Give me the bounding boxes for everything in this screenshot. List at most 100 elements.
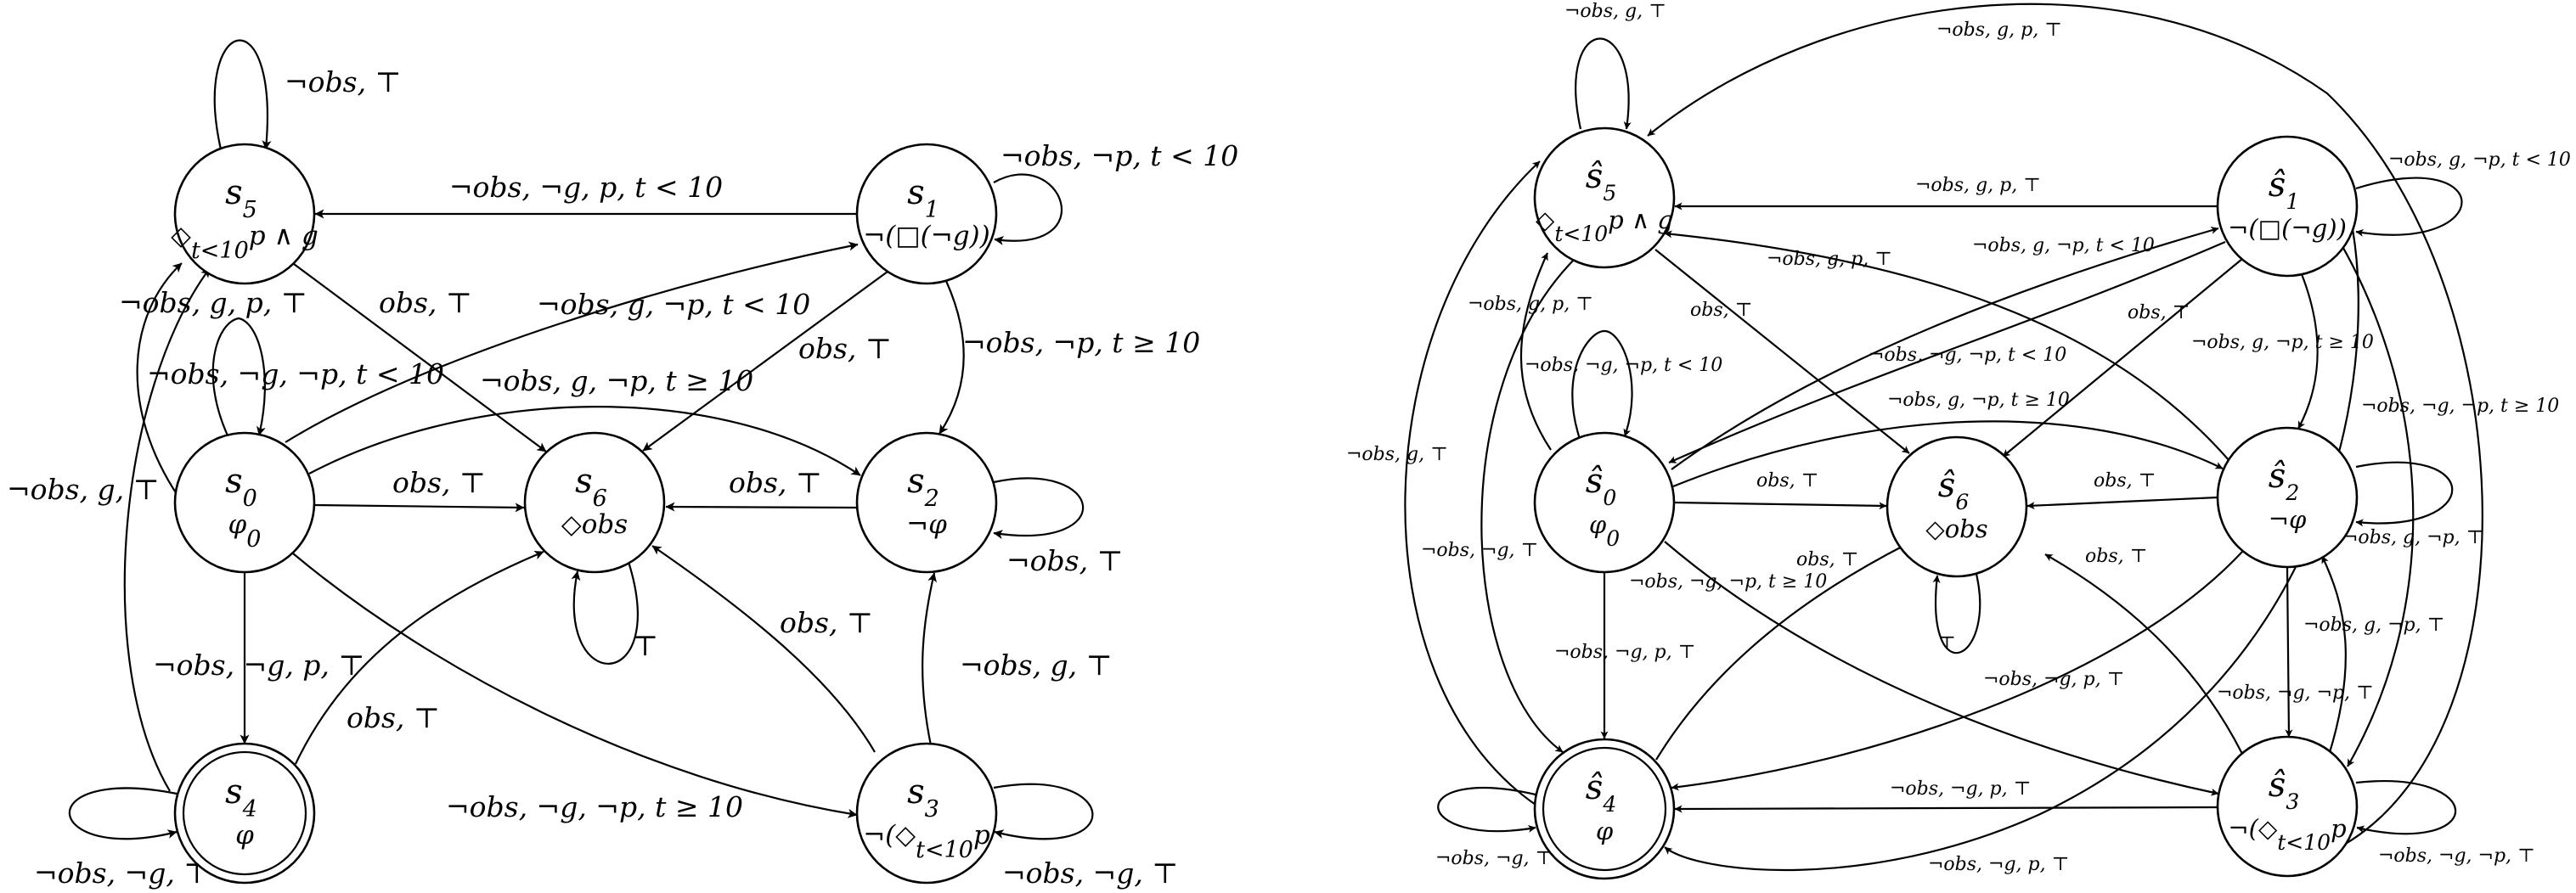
state-formula: ¬(◇t<10p bbox=[2228, 814, 2346, 855]
transition-s6-s6 bbox=[571, 561, 639, 665]
transition-label: ¬obs, ¬g, p, ⊤ bbox=[1890, 778, 2031, 800]
state-formula: ¬(□(¬g)) bbox=[2228, 214, 2347, 243]
transition-label: obs, ⊤ bbox=[798, 332, 892, 365]
left-automaton: ¬obs, ⊤¬obs, ¬g, p, t < 10¬obs, ¬p, t < … bbox=[7, 39, 1238, 890]
transition-h4-h6 bbox=[1655, 543, 1908, 761]
state-name: s5 bbox=[225, 173, 257, 223]
transition-h4-h5 bbox=[1404, 160, 1541, 806]
transition-h1-h1 bbox=[2355, 177, 2463, 237]
transition-label: ¬obs, g, ⊤ bbox=[1346, 444, 1448, 465]
transition-s1-s2 bbox=[939, 280, 965, 435]
transition-h0-h6 bbox=[1674, 501, 1887, 510]
transition-label: obs, ⊤ bbox=[1756, 470, 1818, 491]
transition-label: ¬obs, g, ¬p, t < 10 bbox=[537, 288, 810, 321]
transition-s3-s3 bbox=[993, 783, 1094, 840]
state-h4: ŝ4φ bbox=[1533, 738, 1676, 880]
transition-h4-h1 bbox=[1664, 228, 2359, 872]
transition-label: ¬obs, g, ⊤ bbox=[7, 473, 160, 506]
transition-label: obs, ⊤ bbox=[2128, 302, 2190, 323]
state-name: ŝ6 bbox=[1938, 466, 1970, 514]
transition-h4-h4 bbox=[1437, 787, 1536, 833]
transition-label: ¬obs, ¬g, p, t < 10 bbox=[449, 171, 723, 204]
state-name: ŝ1 bbox=[2269, 166, 2299, 214]
state-h3: ŝ3¬(◇t<10p bbox=[2216, 735, 2359, 878]
transition-s0-s5 bbox=[136, 262, 183, 497]
transition-h5-h5 bbox=[1575, 37, 1632, 130]
transition-label: ¬obs, ¬g, ¬p, ⊤ bbox=[2378, 845, 2535, 867]
state-name: ŝ4 bbox=[1586, 768, 1616, 817]
transition-label: ¬obs, ¬g, p, ⊤ bbox=[1928, 854, 2069, 875]
transition-label: ¬obs, ⊤ bbox=[285, 65, 402, 98]
transition-s0-s2 bbox=[308, 406, 861, 476]
state-formula: φ bbox=[235, 820, 254, 851]
transition-label: ¬obs, g, p, ⊤ bbox=[1936, 20, 2062, 41]
state-s6: s6◇obs bbox=[523, 431, 666, 574]
transition-label: ¬obs, ¬g, ¬p, ⊤ bbox=[2217, 682, 2374, 704]
transition-label: obs, ⊤ bbox=[1690, 300, 1752, 321]
transition-h1-h3 bbox=[2326, 220, 2415, 767]
accepting-ring bbox=[182, 750, 307, 876]
state-name: ŝ0 bbox=[1586, 462, 1617, 510]
transition-s5-s5 bbox=[213, 39, 272, 150]
state-formula: ¬(□(¬g)) bbox=[863, 221, 989, 251]
transition-label: ¬obs, g, p, ⊤ bbox=[1468, 294, 1593, 315]
transition-s2-s2 bbox=[993, 477, 1085, 539]
state-s1: s1¬(□(¬g)) bbox=[855, 143, 998, 285]
state-s2: s2¬φ bbox=[855, 431, 998, 574]
state-formula: ◇t<10p ∧ g bbox=[1536, 205, 1673, 246]
transition-label: ¬obs, ¬g, ¬p, t < 10 bbox=[1525, 355, 1722, 376]
transition-h1-h0 bbox=[1668, 240, 2226, 464]
state-s5: s5◇t<10p ∧ g bbox=[171, 143, 318, 285]
state-h1: ŝ1¬(□(¬g)) bbox=[2216, 135, 2359, 278]
transition-label: ¬obs, ¬g, ¬p, t ≥ 10 bbox=[2361, 396, 2559, 417]
transition-s5-s6 bbox=[293, 263, 547, 452]
transition-h2-h3 bbox=[2285, 566, 2293, 738]
edge-layer: ¬obs, g, ⊤ ¬obs, g, p, ⊤ ¬obs, g, ¬p, t < … bbox=[1346, 1, 2571, 875]
transition-s0-s3 bbox=[292, 553, 858, 818]
state-formula: ¬(◇t<10p bbox=[863, 820, 990, 863]
transition-label: ¬obs, ¬g, p, ⊤ bbox=[153, 649, 364, 682]
transition-label: ¬obs, g, ¬p, t ≥ 10 bbox=[480, 364, 753, 397]
transition-label: obs, ⊤ bbox=[780, 606, 873, 639]
transition-h2-h6 bbox=[2026, 496, 2218, 510]
transition-label: ¬obs, ¬g, ¬p, t < 10 bbox=[1869, 345, 2066, 366]
transition-label: ¬obs, ¬g, ⊤ bbox=[1421, 540, 1538, 561]
edge-layer: ¬obs, ⊤¬obs, ¬g, p, t < 10¬obs, ¬p, t < … bbox=[7, 39, 1238, 890]
transition-h3-h2 bbox=[2321, 555, 2347, 772]
transition-label: ¬obs, ¬g, ⊤ bbox=[34, 856, 210, 890]
transition-label: obs, ⊤ bbox=[729, 466, 822, 499]
state-name: s2 bbox=[907, 462, 939, 512]
transition-label: ¬obs, g, ¬p, t < 10 bbox=[1972, 235, 2155, 256]
state-h6: ŝ6◇obs bbox=[1885, 435, 2028, 578]
transition-label: ¬obs, ¬p, t ≥ 10 bbox=[962, 326, 1200, 359]
transition-label: ¬obs, g, ¬p, ⊤ bbox=[2303, 615, 2444, 636]
transition-h3-h3 bbox=[2355, 780, 2456, 835]
transition-h5-h4 bbox=[1480, 257, 1576, 753]
state-s4: s4φ bbox=[173, 742, 316, 885]
transition-label: ¬obs, g, ¬p, t < 10 bbox=[2388, 149, 2571, 171]
transition-label: ¬obs, g, ¬p, t ≥ 10 bbox=[1887, 390, 2070, 411]
state-formula: ◇t<10p ∧ g bbox=[171, 221, 318, 264]
transition-label: ¬obs, ¬g, p, ⊤ bbox=[1554, 642, 1695, 663]
transition-h0-h0 bbox=[1571, 329, 1633, 440]
transition-h1-h2 bbox=[2297, 273, 2319, 430]
transition-label: obs, ⊤ bbox=[347, 701, 440, 734]
state-layer: ŝ5◇t<10p ∧ gŝ1¬(□(¬g))ŝ0φ0ŝ6◇obsŝ2¬φŝ4φŝ… bbox=[1533, 126, 2359, 880]
state-layer: s5◇t<10p ∧ gs1¬(□(¬g))s0φ0s6◇obss2¬φs4φs… bbox=[171, 143, 998, 885]
transition-h2-h2 bbox=[2355, 461, 2454, 527]
state-formula: ◇obs bbox=[561, 509, 628, 540]
transition-s4-s4 bbox=[68, 787, 178, 840]
transition-h0-h2 bbox=[1672, 420, 2224, 488]
state-formula: ¬φ bbox=[906, 509, 947, 540]
transition-label: obs, ⊤ bbox=[1796, 549, 1858, 570]
state-h5: ŝ5◇t<10p ∧ g bbox=[1533, 126, 1676, 269]
transition-label: ¬obs, g, ¬p, t ≥ 10 bbox=[2191, 332, 2374, 353]
transition-label: ¬obs, g, ⊤ bbox=[1564, 1, 1666, 22]
transition-label: ¬obs, g, p, ⊤ bbox=[1767, 249, 1892, 270]
state-formula: φ0 bbox=[228, 509, 262, 553]
transition-label: ⊤ bbox=[1938, 633, 1956, 654]
transition-label: obs, ⊤ bbox=[392, 466, 486, 499]
state-name: ŝ3 bbox=[2269, 766, 2299, 814]
state-name: s1 bbox=[907, 173, 939, 223]
